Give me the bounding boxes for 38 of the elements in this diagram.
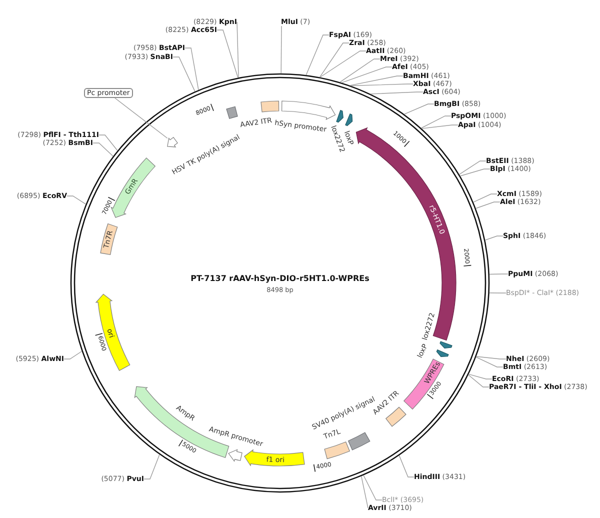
leader-line (476, 356, 506, 360)
leader-line (114, 98, 168, 139)
feature-bar (167, 137, 178, 148)
leader-line (473, 194, 498, 203)
leader-line (341, 66, 392, 84)
leader-line (280, 26, 282, 74)
leader-line (236, 22, 239, 78)
leader-line (319, 42, 350, 78)
leader-line (216, 30, 238, 78)
leader-line (184, 48, 199, 90)
leader-line (421, 124, 458, 129)
leader-line (66, 196, 86, 205)
leader-line (398, 455, 414, 478)
leader-line (476, 202, 500, 209)
leader-line (350, 76, 404, 86)
leader-line (360, 476, 368, 508)
leader-line (484, 236, 504, 240)
leader-line (458, 160, 486, 175)
leader-line (468, 374, 490, 388)
leader-line (404, 104, 434, 115)
leader-line (64, 350, 82, 360)
leader-line (489, 292, 506, 294)
leader-line (320, 50, 366, 78)
leader-line (370, 92, 424, 94)
plasmid-name: PT-7137 rAAV-hSyn-DIO-r5HT1.0-WPREs (190, 274, 370, 284)
leader-line (476, 356, 504, 368)
leader-line (460, 168, 490, 176)
leader-line (363, 474, 382, 500)
leader-line (489, 274, 508, 275)
leader-line (468, 374, 492, 380)
leader-line (306, 34, 330, 76)
leader-line (98, 134, 118, 151)
leader-line (420, 116, 452, 128)
leader-line (340, 58, 380, 82)
leader-line (92, 142, 114, 157)
leader-line (144, 454, 160, 480)
leader-line (350, 84, 414, 86)
leader-line (172, 56, 196, 92)
